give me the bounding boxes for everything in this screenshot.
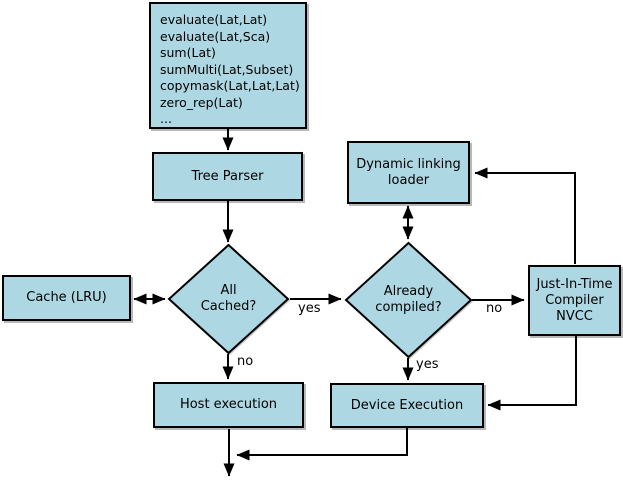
all-cached-line: Cached? (200, 299, 257, 314)
code-line: sum(Lat) (160, 45, 216, 60)
node-tree-parser: Tree Parser (152, 152, 303, 201)
edge-label-all-cached-no: no (236, 354, 255, 369)
edge-label-all-cached-yes: yes (297, 301, 322, 316)
device-execution-label: Device Execution (350, 397, 464, 413)
all-cached-line: All (220, 283, 237, 298)
node-host-execution: Host execution (153, 382, 304, 428)
all-cached-label: All Cached? (167, 243, 290, 355)
already-compiled-diamond-shape (344, 241, 473, 359)
code-line: ... (160, 111, 172, 126)
edge-label-already-compiled-no: no (485, 301, 504, 316)
all-cached-diamond-shape (167, 243, 290, 355)
dynamic-loader-line: Dynamic linking (356, 156, 461, 172)
code-line: copymask(Lat,Lat,Lat) (160, 78, 300, 93)
node-device-execution: Device Execution (330, 383, 484, 428)
code-line: sumMulti(Lat,Subset) (160, 61, 294, 77)
node-expression-list: evaluate(Lat,Lat) evaluate(Lat,Sca) sum(… (149, 2, 307, 129)
node-cache-lru: Cache (LRU) (2, 275, 131, 321)
code-line: zero_rep(Lat) (160, 94, 243, 110)
already-compiled-line: compiled? (375, 300, 442, 315)
dynamic-loader-line: loader (387, 172, 430, 188)
node-jit-compiler-nvcc: Just-In-Time Compiler NVCC (528, 265, 621, 336)
tree-parser-label: Tree Parser (191, 168, 264, 184)
jit-compiler-label: Just-In-Time Compiler NVCC (536, 277, 612, 325)
edge-label-already-compiled-yes: yes (415, 357, 440, 372)
host-execution-label: Host execution (179, 397, 278, 412)
node-dynamic-linking-loader: Dynamic linking loader (347, 141, 470, 204)
node-already-compiled-decision: Already compiled? (344, 241, 473, 359)
expression-list-code: evaluate(Lat,Lat) evaluate(Lat,Sca) sum(… (151, 4, 305, 128)
already-compiled-label: Already compiled? (344, 241, 473, 359)
jit-compiler-line: Compiler (545, 292, 604, 308)
jit-compiler-line: Just-In-Time (536, 276, 613, 292)
edge-deviceexecution-to-output-line (236, 428, 408, 461)
already-compiled-line: Already (383, 284, 434, 299)
jit-compiler-line: NVCC (556, 308, 593, 324)
edge-jit-to-deviceexecution (487, 336, 577, 411)
code-line: evaluate(Lat,Sca) (160, 28, 271, 44)
node-all-cached-decision: All Cached? (167, 243, 290, 355)
dynamic-loader-label: Dynamic linking loader (356, 157, 461, 189)
code-line: evaluate(Lat,Lat) (160, 12, 268, 27)
edge-jit-to-loader (474, 167, 576, 264)
cache-lru-label: Cache (LRU) (26, 290, 107, 305)
